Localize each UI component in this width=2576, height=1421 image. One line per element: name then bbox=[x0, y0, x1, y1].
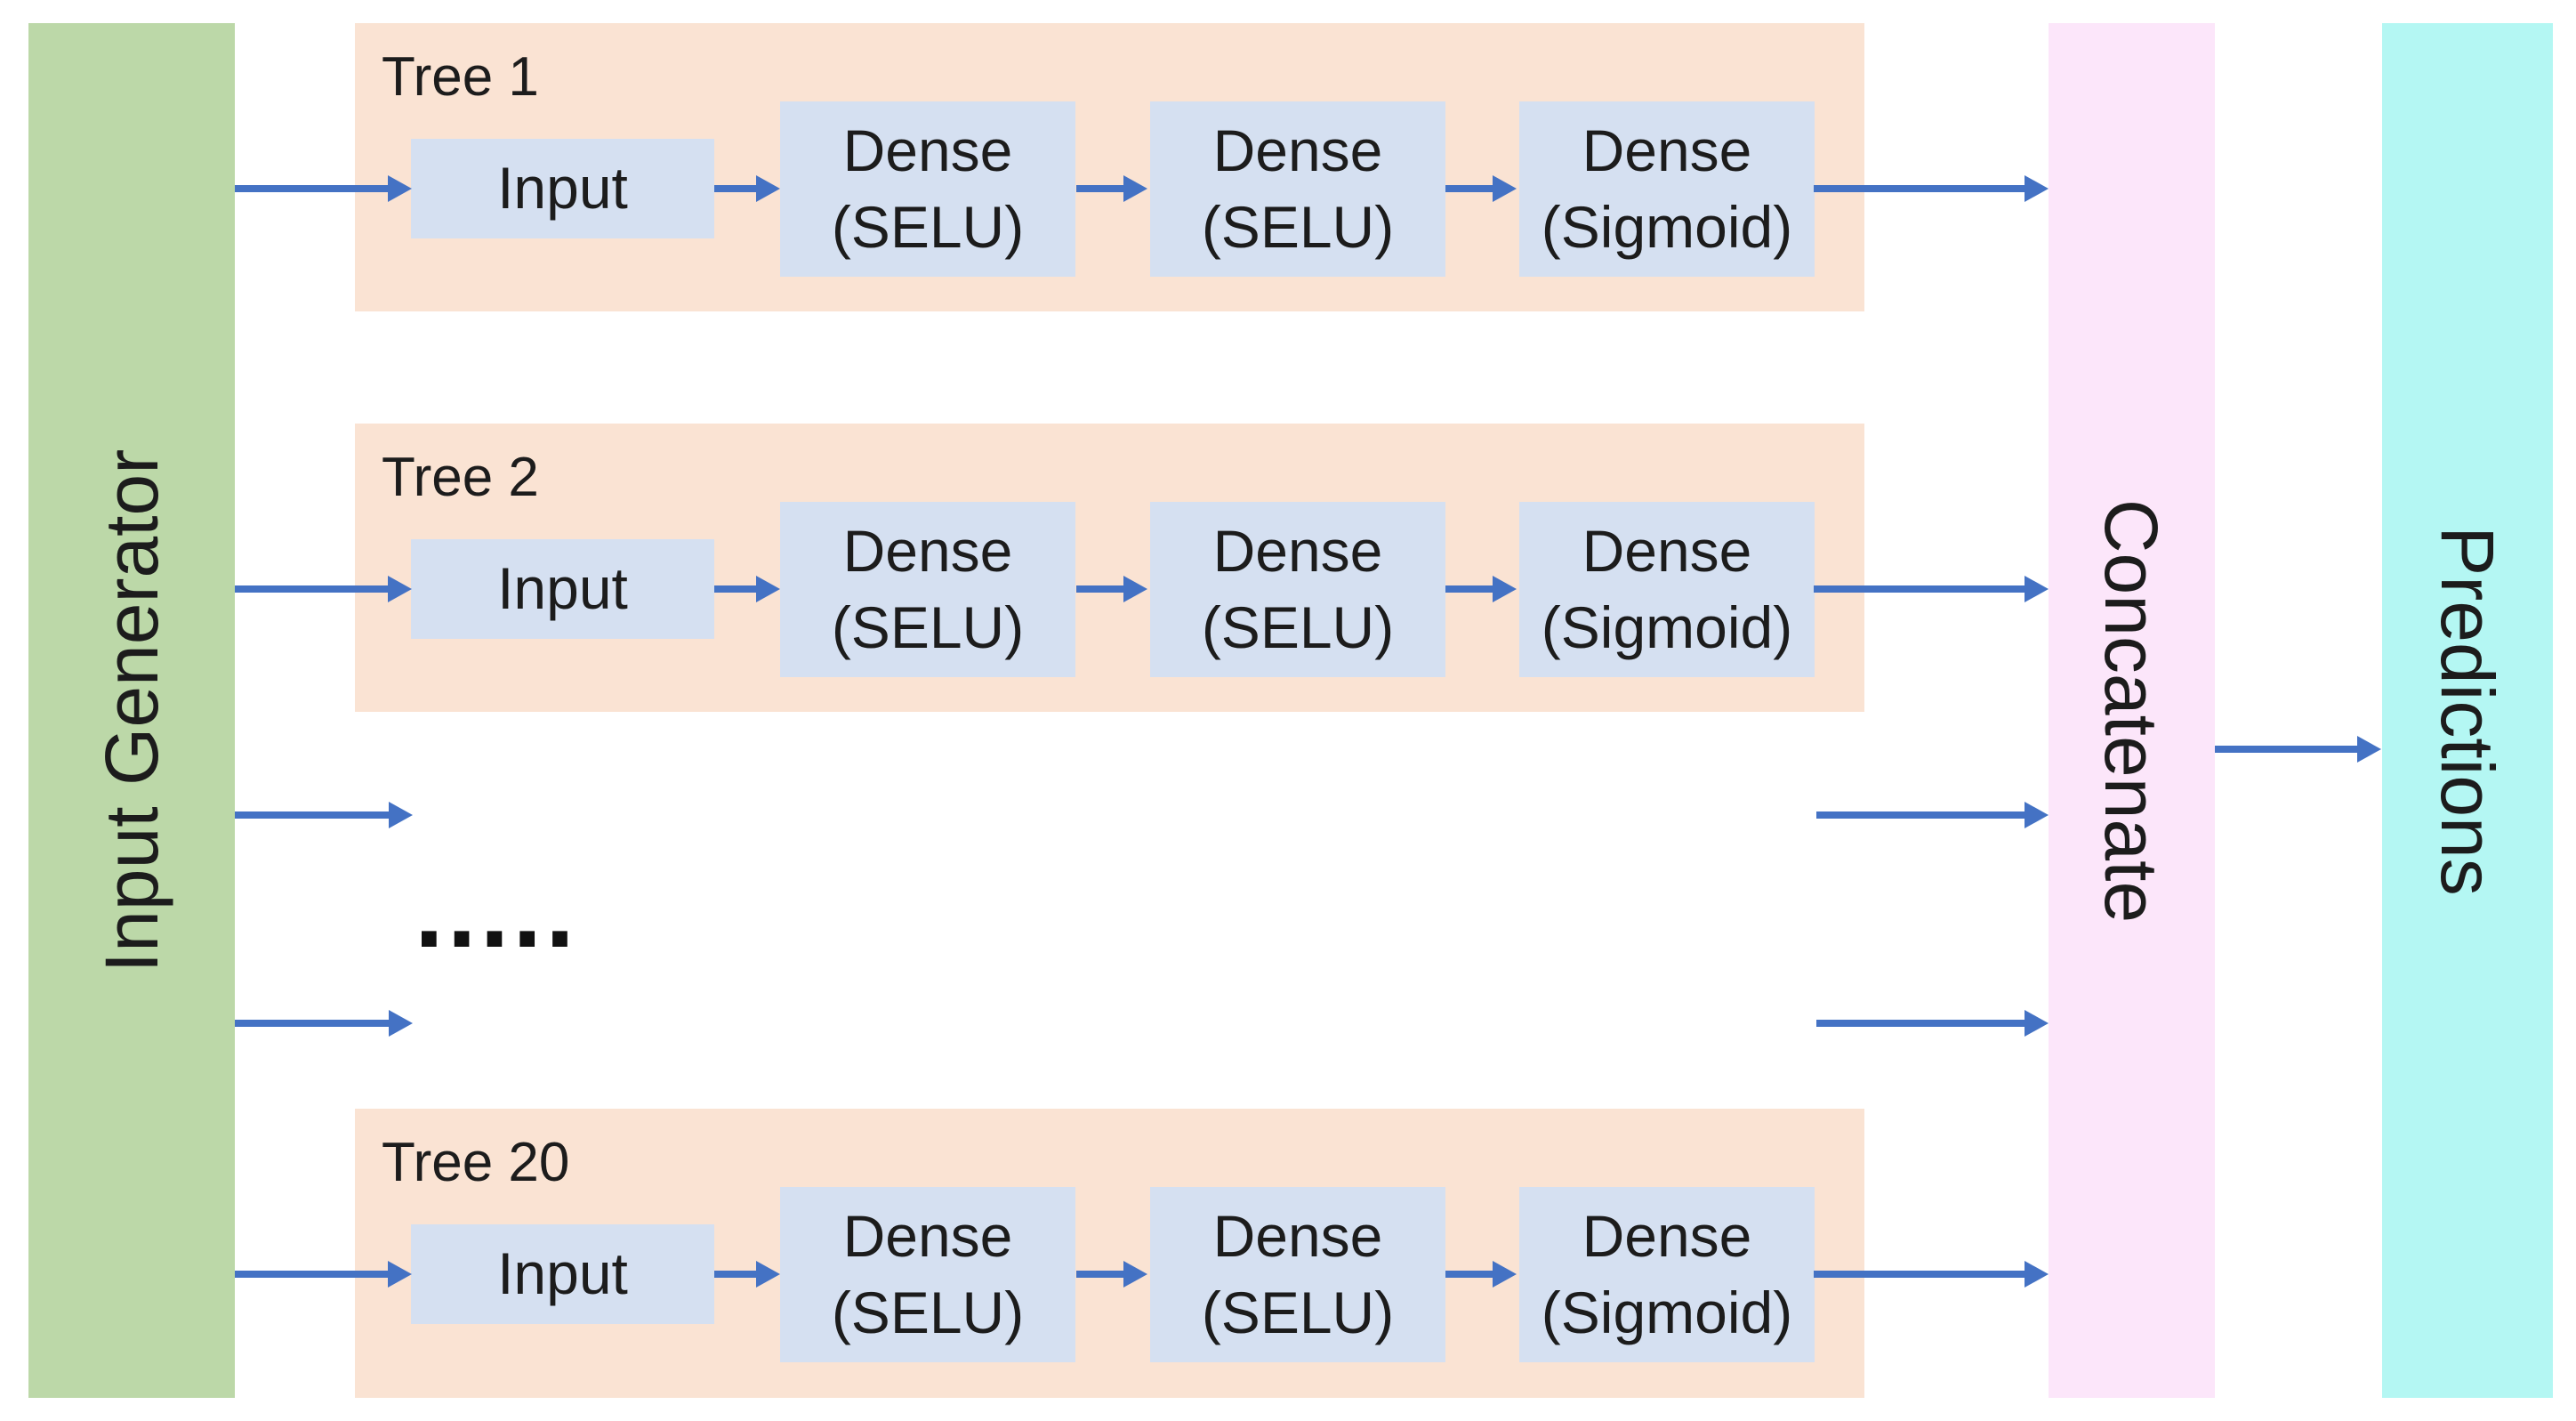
concatenate-bar: Concatenate bbox=[2049, 23, 2215, 1398]
tree-1-panel: Tree 1 Input Dense (SELU) Dense (SELU) D… bbox=[355, 23, 1864, 311]
tree-2-panel: Tree 2 Input Dense (SELU) Dense (SELU) D… bbox=[355, 424, 1864, 712]
tree-2-dense-selu-2-node: Dense (SELU) bbox=[1150, 502, 1445, 677]
tree-20-dense-selu-2-node: Dense (SELU) bbox=[1150, 1187, 1445, 1362]
tree-20-input-node: Input bbox=[411, 1224, 714, 1324]
concatenate-label: Concatenate bbox=[2089, 498, 2174, 923]
input-generator-bar: Input Generator bbox=[28, 23, 235, 1398]
tree-20-dense-selu-1-node: Dense (SELU) bbox=[780, 1187, 1075, 1362]
tree-20-title: Tree 20 bbox=[382, 1132, 570, 1193]
tree-2-dense-sigmoid-node: Dense (Sigmoid) bbox=[1519, 502, 1815, 677]
tree-1-title: Tree 1 bbox=[382, 46, 539, 108]
tree-1-dense-selu-2-node: Dense (SELU) bbox=[1150, 101, 1445, 277]
tree-20-dense-sigmoid-node: Dense (Sigmoid) bbox=[1519, 1187, 1815, 1362]
predictions-bar: Predictions bbox=[2382, 23, 2553, 1398]
input-generator-label: Input Generator bbox=[90, 448, 173, 973]
tree-1-input-node: Input bbox=[411, 139, 714, 238]
tree-1-dense-sigmoid-node: Dense (Sigmoid) bbox=[1519, 101, 1815, 277]
tree-2-input-node: Input bbox=[411, 539, 714, 639]
tree-1-dense-selu-1-node: Dense (SELU) bbox=[780, 101, 1075, 277]
ellipsis-dots: ..... bbox=[415, 852, 578, 970]
predictions-label: Predictions bbox=[2426, 525, 2509, 896]
tree-2-dense-selu-1-node: Dense (SELU) bbox=[780, 502, 1075, 677]
tree-20-panel: Tree 20 Input Dense (SELU) Dense (SELU) … bbox=[355, 1109, 1864, 1398]
tree-2-title: Tree 2 bbox=[382, 447, 539, 508]
